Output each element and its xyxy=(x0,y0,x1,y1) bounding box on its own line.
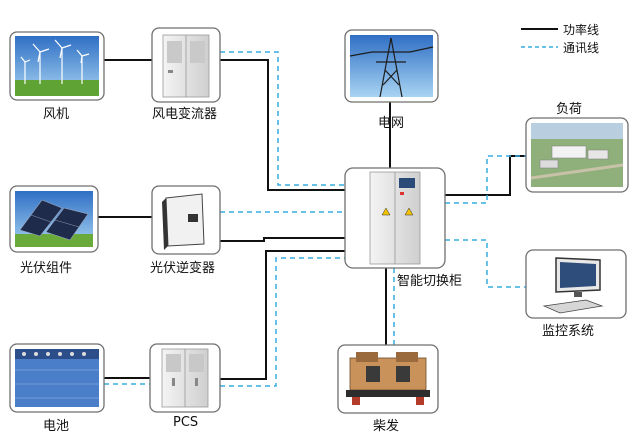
grid-label: 电网 xyxy=(378,116,405,131)
diesel-generator-node xyxy=(337,344,439,414)
solar-panel-icon xyxy=(19,199,89,241)
pcs-label: PCS xyxy=(173,415,199,430)
load-label: 负荷 xyxy=(556,102,583,117)
power-line-converter-to-cabinet xyxy=(220,59,345,191)
computer-monitor-icon xyxy=(542,257,604,314)
monitoring-system-label: 监控系统 xyxy=(542,324,595,339)
power-line-pcs-to-cabinet xyxy=(220,250,345,380)
wind-turbine-label: 风机 xyxy=(43,107,70,122)
comm-line-cabinet-to-monitor xyxy=(445,239,526,288)
battery-bank-icon xyxy=(15,349,99,407)
smart-switch-cabinet-label: 智能切换柜 xyxy=(397,274,463,289)
legend-comm-line-label: 通讯线 xyxy=(563,41,600,55)
power-line-inverter-to-cabinet xyxy=(220,237,345,242)
pcs-node xyxy=(149,343,221,413)
legend-power-line-label: 功率线 xyxy=(563,23,600,37)
comm-line-cabinet-to-load xyxy=(445,155,526,204)
diesel-generator-label: 柴发 xyxy=(373,419,400,434)
transmission-tower-icon xyxy=(349,37,434,98)
wind-turbine-icon xyxy=(20,39,90,84)
grid-node xyxy=(344,29,439,103)
power-lines xyxy=(98,59,526,380)
wind-turbine-node xyxy=(9,31,105,101)
inverter-icon xyxy=(162,193,205,250)
pcs-cabinet-icon xyxy=(161,348,209,408)
pv-module-label: 光伏组件 xyxy=(20,261,73,276)
comm-line-converter-to-cabinet xyxy=(220,51,345,186)
wind-converter-node xyxy=(151,27,221,103)
pv-inverter-node xyxy=(151,185,221,255)
monitoring-system-node xyxy=(525,249,627,319)
battery-node xyxy=(9,343,105,413)
pv-module-node xyxy=(9,185,99,253)
switch-cabinet-icon xyxy=(369,171,421,265)
power-line-cabinet-to-load xyxy=(445,155,526,196)
factory-buildings-icon xyxy=(530,145,624,180)
pv-inverter-label: 光伏逆变器 xyxy=(150,261,216,276)
diesel-generator-icon xyxy=(346,352,430,405)
comm-line-pcs-to-cabinet xyxy=(220,257,345,387)
legend xyxy=(521,28,558,48)
comm-lines xyxy=(104,51,526,387)
battery-label: 电池 xyxy=(43,419,70,434)
converter-cabinet-icon xyxy=(162,34,210,98)
load-node xyxy=(525,117,629,193)
smart-switch-cabinet-node xyxy=(344,167,446,269)
wind-converter-label: 风电变流器 xyxy=(152,107,218,122)
